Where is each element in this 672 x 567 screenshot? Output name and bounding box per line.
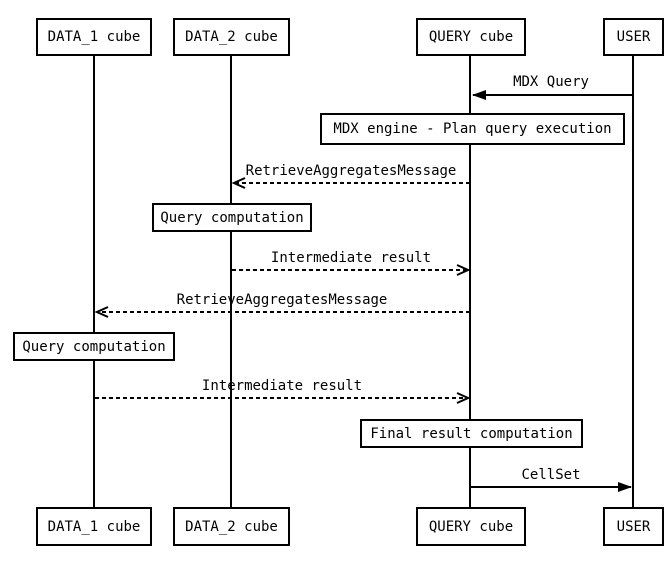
message-label-mdx-query: MDX Query — [513, 74, 589, 90]
activity-final-result-computation: Final result computation — [360, 419, 583, 448]
activity-plan-query-execution: MDX engine - Plan query execution — [320, 113, 625, 145]
message-label-intermediate-result-data1: Intermediate result — [201, 378, 363, 394]
message-label-cellset: CellSet — [521, 467, 581, 483]
activity-query-computation-data1: Query computation — [13, 332, 175, 361]
actor-bottom-data2-cube: DATA_2 cube — [173, 507, 290, 546]
actor-bottom-data1-cube: DATA_1 cube — [36, 507, 152, 546]
message-label-intermediate-result-data2: Intermediate result — [270, 250, 432, 266]
actor-top-data2-cube: DATA_2 cube — [173, 18, 290, 56]
actor-bottom-query-cube: QUERY cube — [416, 507, 526, 546]
actor-top-user: USER — [603, 18, 664, 56]
activity-query-computation-data2: Query computation — [152, 203, 312, 232]
actor-top-data1-cube: DATA_1 cube — [36, 18, 152, 56]
actor-top-query-cube: QUERY cube — [416, 18, 526, 56]
message-label-retrieve-aggregates-data2: RetrieveAggregatesMessage — [245, 163, 457, 179]
actor-bottom-user: USER — [603, 507, 664, 546]
message-label-retrieve-aggregates-data1: RetrieveAggregatesMessage — [176, 292, 388, 308]
